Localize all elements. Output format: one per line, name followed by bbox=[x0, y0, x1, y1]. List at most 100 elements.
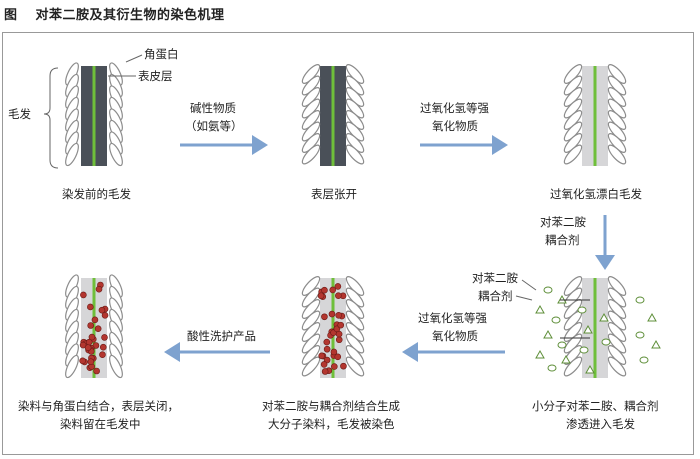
small-molecule-coupler bbox=[551, 316, 561, 324]
dye-molecule bbox=[101, 312, 109, 319]
arrow5-label-line1: 酸性洗护产品 bbox=[187, 329, 256, 343]
arrow1-label-line1: 碱性物质 bbox=[190, 101, 236, 115]
small-molecule-ptd bbox=[535, 304, 545, 314]
dye-molecule bbox=[328, 310, 336, 318]
dye-molecule bbox=[334, 353, 342, 361]
hair-penetration-scale-right bbox=[607, 356, 627, 377]
keratin-pointer bbox=[125, 54, 143, 63]
caption-step1: 染发前的毛发 bbox=[62, 187, 131, 201]
dye-molecule bbox=[321, 368, 329, 375]
label-hair: 毛发 bbox=[8, 107, 31, 121]
dye-molecule bbox=[87, 322, 94, 329]
label-cuticle: 表皮层 bbox=[138, 69, 173, 83]
dye-molecule bbox=[329, 286, 337, 294]
dye-molecule bbox=[101, 334, 108, 341]
hair-bracket bbox=[43, 67, 59, 169]
small-molecule-coupler bbox=[547, 364, 557, 372]
small-molecule-ptd bbox=[651, 339, 661, 349]
caption-step4-line1: 小分子对苯二胺、耦合剂 bbox=[532, 399, 659, 413]
dye-molecule bbox=[321, 313, 328, 321]
small-molecule-ptd bbox=[543, 329, 553, 339]
dye-molecule bbox=[321, 286, 328, 294]
label-keratin: 角蛋白 bbox=[144, 47, 179, 61]
small-molecule-coupler bbox=[557, 341, 567, 349]
small-molecule-coupler bbox=[635, 296, 645, 304]
dye-molecule bbox=[87, 358, 95, 365]
arrow3-label-line1: 对苯二胺 bbox=[540, 215, 586, 229]
hair-before-dye-medulla bbox=[92, 66, 96, 166]
hair-cuticle-open-medulla bbox=[331, 66, 335, 166]
small-molecule-coupler bbox=[601, 338, 611, 346]
arrow-step4-to-5 bbox=[402, 342, 505, 362]
small-molecule-coupler bbox=[577, 306, 587, 314]
small-coupler-pointer bbox=[515, 295, 533, 301]
small-molecule-coupler bbox=[635, 331, 645, 339]
hair-illustrations bbox=[65, 62, 661, 379]
hair-dye-formed-scale-right bbox=[345, 356, 365, 377]
dye-molecule bbox=[340, 362, 347, 370]
hair-bleached-medulla bbox=[593, 66, 597, 166]
label-small-coupler: 耦合剂 bbox=[478, 289, 513, 303]
arrow2-label-line2: 氧化物质 bbox=[432, 119, 478, 133]
caption-step4-line2: 渗透进入毛发 bbox=[566, 417, 635, 431]
caption-step3: 过氧化氢漂白毛发 bbox=[550, 187, 642, 201]
arrow-step1-to-2 bbox=[180, 135, 268, 155]
hair-bleached-scale-left bbox=[563, 144, 583, 165]
hair-penetration-medulla bbox=[593, 278, 597, 378]
dye-molecule bbox=[88, 333, 96, 341]
dye-molecule bbox=[320, 361, 328, 368]
arrow2-label-line1: 过氧化氢等强 bbox=[420, 101, 489, 115]
dye-molecule bbox=[318, 352, 325, 360]
dye-molecule bbox=[79, 357, 86, 365]
dye-molecule bbox=[335, 292, 342, 299]
caption-step5-line1: 对苯二胺与耦合剂结合生成 bbox=[262, 399, 400, 413]
hair-dyed-closed-scale-right bbox=[109, 354, 123, 379]
hair-cuticle-open-scale-left bbox=[301, 144, 321, 165]
small-molecule-coupler bbox=[543, 286, 553, 294]
dye-molecule bbox=[99, 351, 106, 359]
arrow4-label-line2: 氧化物质 bbox=[432, 329, 478, 343]
arrow-step2-to-3 bbox=[420, 135, 508, 155]
arrow4-label-line1: 过氧化氢等强 bbox=[418, 311, 487, 325]
arrow1-label-line2: （如氨等） bbox=[185, 119, 243, 133]
caption-step6-line2: 染料留在毛发中 bbox=[60, 417, 141, 431]
caption-step5-line2: 大分子染料，毛发被染色 bbox=[268, 417, 395, 431]
small-ptd-pointer bbox=[521, 279, 537, 291]
hair-before-dye-scale-left bbox=[65, 142, 79, 167]
dye-molecule bbox=[80, 291, 87, 299]
dye-molecule bbox=[330, 348, 338, 356]
dye-molecule bbox=[331, 363, 338, 370]
small-molecule-ptd bbox=[583, 324, 593, 334]
dye-molecule bbox=[91, 316, 99, 324]
dye-molecule bbox=[94, 325, 102, 333]
dye-molecule bbox=[93, 367, 100, 375]
dye-molecule bbox=[98, 306, 106, 314]
dye-molecule bbox=[335, 336, 343, 344]
dye-molecule bbox=[335, 312, 342, 319]
dye-molecule bbox=[84, 344, 92, 351]
figure-title-text: 对苯二胺及其衍生物的染色机理 bbox=[35, 8, 225, 23]
small-molecule-ptd bbox=[535, 349, 545, 359]
label-small-ptd: 对苯二胺 bbox=[472, 271, 518, 285]
hair-penetration-scale-left bbox=[563, 356, 583, 377]
arrow-step5-to-6 bbox=[164, 342, 270, 362]
small-molecule-coupler bbox=[579, 346, 589, 354]
hair-dyed-closed-medulla bbox=[92, 278, 96, 378]
small-molecule-ptd bbox=[585, 364, 595, 374]
hair-dyed-closed-scale-left bbox=[65, 354, 79, 379]
dye-molecule bbox=[95, 285, 103, 293]
small-molecule-coupler bbox=[639, 356, 649, 364]
dye-molecule bbox=[334, 283, 342, 290]
figure-number: 图 bbox=[4, 8, 18, 23]
diagram-frame bbox=[2, 32, 694, 455]
small-molecule-ptd bbox=[599, 312, 609, 322]
arrow3-label-line2: 耦合剂 bbox=[545, 233, 580, 247]
dye-molecule bbox=[317, 292, 325, 300]
dye-molecule bbox=[323, 338, 331, 346]
caption-step2: 表层张开 bbox=[311, 187, 357, 201]
figure-title: 图 对苯二胺及其衍生物的染色机理 bbox=[4, 4, 225, 23]
hair-before-dye-scale-right bbox=[109, 142, 123, 167]
dye-molecule bbox=[323, 345, 331, 353]
dye-molecule bbox=[99, 343, 107, 351]
